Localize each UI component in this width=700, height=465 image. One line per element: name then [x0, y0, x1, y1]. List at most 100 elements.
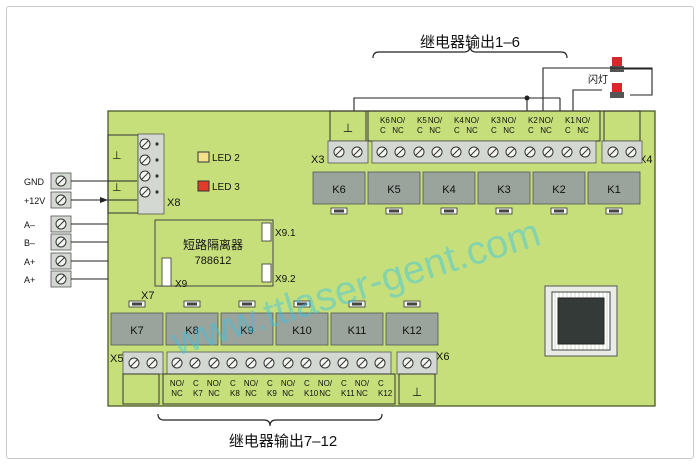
terminal-pin-label: C — [378, 379, 384, 388]
terminal-relay-label: K3 — [491, 116, 501, 125]
terminal-pin-label: NO/ — [428, 116, 443, 125]
terminal-pin-label: NO/ — [539, 116, 554, 125]
terminal-pin-label: NC — [540, 126, 552, 135]
terminal-pin-label: NC — [171, 389, 183, 398]
terminal-relay-label: K12 — [378, 389, 393, 398]
terminal-pin-label: NO/ — [318, 379, 333, 388]
isolator-model: 788612 — [195, 255, 232, 267]
bottom-terminal-block: NO/NCCK7NO/NCCK8NO/NCCK9NO/NCCK10NO/NCCK… — [122, 351, 438, 405]
terminal-relay-label: K2 — [528, 116, 538, 125]
relay-label: K1 — [607, 184, 620, 196]
relay-label: K7 — [130, 325, 143, 337]
relay-k11 — [330, 312, 384, 346]
terminal-pin-label: NO/ — [207, 379, 222, 388]
relay-k1 — [587, 171, 641, 205]
led2-icon — [197, 151, 210, 163]
relay-label: K11 — [348, 325, 367, 337]
x7-label: X7 — [141, 290, 154, 302]
short-circuit-isolator: 短路隔离器 788612 X9.1 X9.2 X9 — [154, 219, 296, 290]
relay-k9 — [220, 312, 274, 346]
svg-text:⊥: ⊥ — [112, 150, 122, 162]
terminal-pin-label: NC — [282, 389, 294, 398]
relay-k8 — [165, 312, 219, 346]
terminal-relay-label: K5 — [417, 116, 427, 125]
terminal-pin-label: C — [341, 379, 347, 388]
chip-icon — [557, 297, 605, 345]
relay-label: K12 — [402, 325, 422, 337]
leds: LED 2 LED 3 — [197, 151, 240, 193]
lamp-icon — [612, 83, 622, 92]
left-input-label: A+ — [24, 257, 35, 267]
relay-k10 — [275, 312, 329, 346]
terminal-pin-label: NO/ — [391, 116, 406, 125]
terminal-pin-label: NC — [466, 126, 478, 135]
terminal-relay-label: K1 — [565, 116, 575, 125]
terminal-relay-label: K10 — [304, 389, 319, 398]
terminal-pin-label: NO/ — [244, 379, 259, 388]
x9-1-label: X9.1 — [275, 228, 296, 239]
terminal-pin-label: NC — [392, 126, 404, 135]
relay-label: K2 — [552, 184, 565, 196]
x3-label: X3 — [311, 154, 324, 166]
relay-k12 — [385, 312, 439, 346]
isolator-title: 短路隔离器 — [183, 237, 243, 252]
terminal-relay-label: K8 — [230, 389, 240, 398]
terminal-pin-label: NO/ — [502, 116, 517, 125]
svg-text:⊥: ⊥ — [112, 182, 122, 194]
terminal-pin-label: NO/ — [170, 379, 185, 388]
mcu-chip — [544, 285, 618, 357]
terminal-pin-label: NC — [503, 126, 515, 135]
left-input-label: A– — [24, 220, 35, 230]
terminal-pin-label: NO/ — [355, 379, 370, 388]
led2-label: LED 2 — [212, 153, 240, 164]
terminal-pin-label: NO/ — [281, 379, 296, 388]
relay-label: K8 — [185, 325, 198, 337]
relay-label: K10 — [292, 325, 312, 337]
ground-symbol: ⊥ — [343, 121, 353, 135]
terminal-pin-label: C — [454, 126, 460, 135]
relay-k6 — [312, 171, 366, 205]
relay-k3 — [477, 171, 531, 205]
terminal-relay-label: K9 — [267, 389, 277, 398]
terminal-pin-label: C — [193, 379, 199, 388]
relay-label: K9 — [240, 325, 253, 337]
terminal-relay-label: K4 — [454, 116, 464, 125]
left-input-label: A+ — [24, 275, 35, 285]
lamp-label: 闪灯 — [588, 73, 608, 86]
terminal-pin-label: NC — [245, 389, 257, 398]
led3-icon — [197, 180, 210, 192]
terminal-pin-label: NO/ — [465, 116, 480, 125]
terminal-pin-label: NC — [356, 389, 368, 398]
terminal-relay-label: K7 — [193, 389, 203, 398]
terminal-pin-label: NC — [208, 389, 220, 398]
terminal-pin-label: C — [528, 126, 534, 135]
title-top: 继电器输出1–6 — [420, 34, 520, 51]
terminal-relay-label: K11 — [341, 389, 355, 398]
left-input-label: GND — [24, 177, 45, 187]
x9-label: X9 — [175, 279, 188, 290]
relay-k7 — [110, 312, 164, 346]
relay-label: K4 — [442, 184, 455, 196]
relay-k5 — [367, 171, 421, 205]
relay-label: K5 — [387, 184, 400, 196]
top-terminal-block: ⊥K6CNO/NCK5CNO/NCK4CNO/NCK3CNO/NCK2CNO/N… — [327, 110, 643, 164]
relay-k2 — [532, 171, 586, 205]
terminal-pin-label: NC — [429, 126, 441, 135]
x8-label: X8 — [167, 197, 180, 209]
top-brace — [372, 45, 568, 59]
relay-label: K3 — [497, 184, 510, 196]
lamp-icon — [612, 57, 622, 66]
x6-label: X6 — [436, 351, 449, 363]
terminal-pin-label: C — [267, 379, 273, 388]
led3-label: LED 3 — [212, 182, 240, 193]
ground-symbol: ⊥ — [412, 385, 422, 399]
terminal-pin-label: NO/ — [576, 116, 591, 125]
terminal-pin-label: C — [380, 126, 386, 135]
left-input-label: B– — [24, 238, 35, 248]
x5-label: X5 — [110, 353, 123, 365]
terminal-pin-label: C — [565, 126, 571, 135]
terminal-pin-label: C — [417, 126, 423, 135]
